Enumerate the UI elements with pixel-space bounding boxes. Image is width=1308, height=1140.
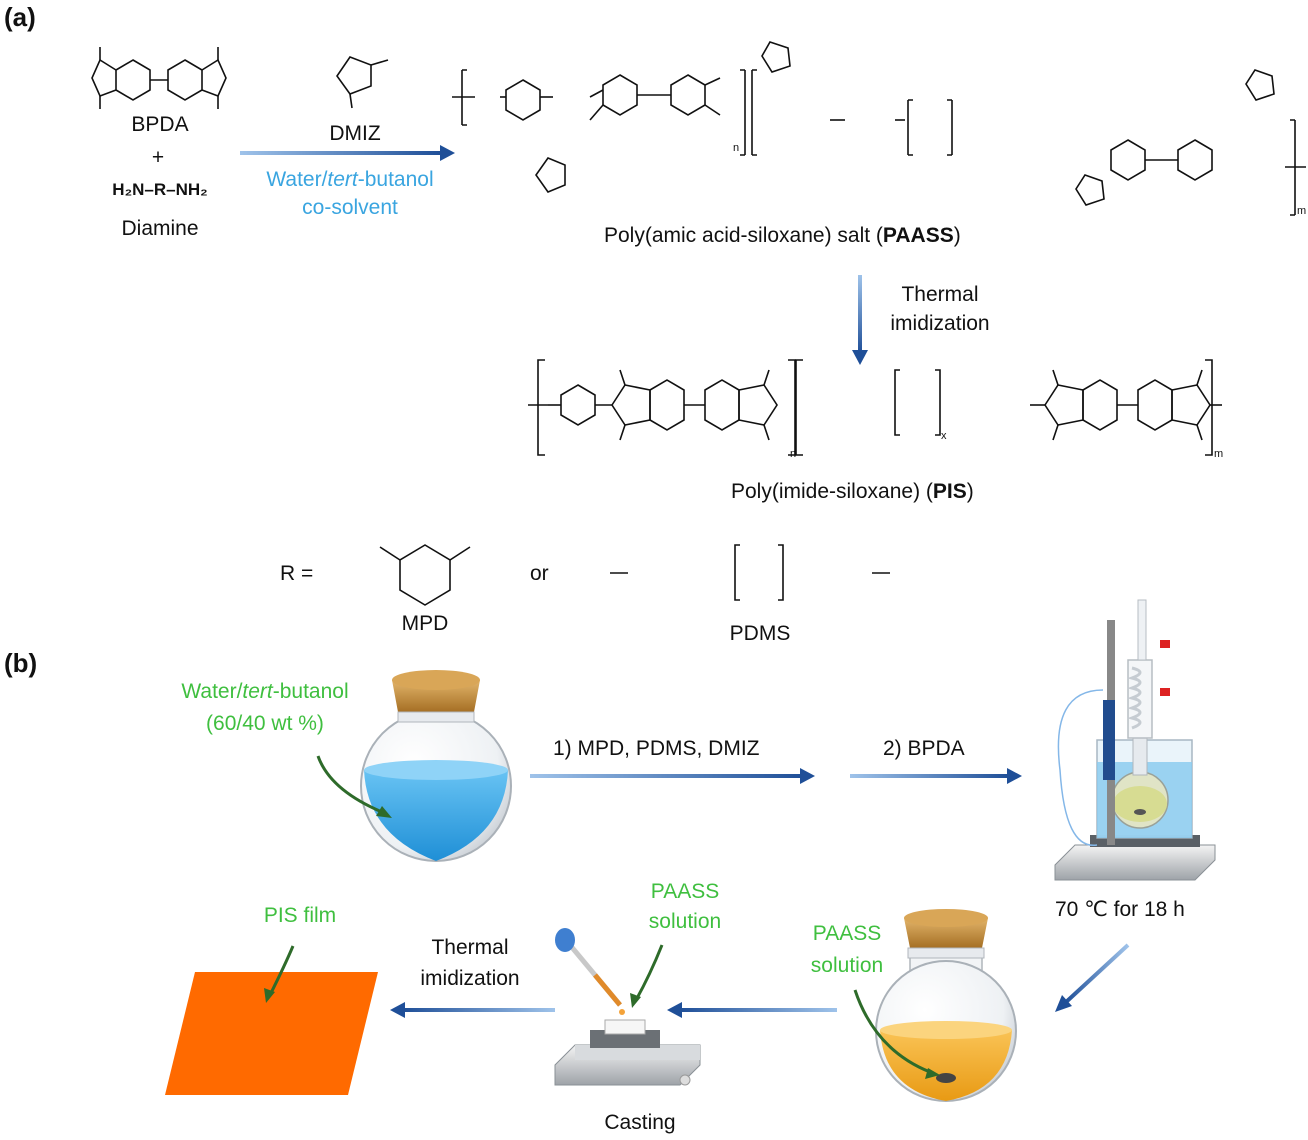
paass-solution-label-1b: solution <box>648 910 722 933</box>
thermal-label-b1: Thermal <box>431 936 509 959</box>
paass-solution-label-2b: solution <box>810 954 884 977</box>
arrow-step1 <box>530 768 815 784</box>
pis-caption: Poly(imide-siloxane) (PIS) <box>731 480 974 503</box>
or-label: or <box>530 562 549 585</box>
subscript-m-pis: m <box>1214 448 1224 460</box>
solvent-label-b: Water/tert-butanol <box>181 680 349 703</box>
thermal-label-a1: Thermal <box>901 283 979 306</box>
casting-label: Casting <box>604 1111 676 1134</box>
paass-solution-label-1a: PAASS <box>650 880 720 903</box>
paass-structure <box>452 41 1306 216</box>
cosolvent-label: co-solvent <box>302 196 398 219</box>
step2-label: 2) BPDA <box>883 737 965 760</box>
arrow-to-casting <box>667 1002 837 1018</box>
subscript-m-paass: m <box>1297 205 1307 217</box>
panel-label-a: (a) <box>4 2 36 32</box>
flask-paass <box>875 909 1017 1102</box>
mpd-structure <box>379 544 471 606</box>
dmiz-label: DMIZ <box>329 122 381 145</box>
flask-water <box>360 670 512 862</box>
bpda-structure <box>91 47 227 109</box>
subscript-n-paass: n <box>733 142 740 154</box>
subscript-x-pis: x <box>941 430 947 442</box>
diamine-formula: H₂N–R–NH₂ <box>112 180 208 199</box>
pis-structure <box>528 359 1222 456</box>
pis-film-label: PIS film <box>263 904 337 927</box>
arrow-to-paass-flask <box>1055 943 1130 1012</box>
pdms-label: PDMS <box>729 622 791 645</box>
solvent-label-a: Water/tert-butanol <box>266 168 434 191</box>
arrow-step2 <box>850 768 1022 784</box>
panel-label-b: (b) <box>4 648 38 678</box>
reflux-setup <box>1054 599 1216 881</box>
thermal-label-b2: imidization <box>420 967 520 990</box>
arrow-to-film <box>390 1002 555 1018</box>
pointer-arrowheads <box>264 806 940 1079</box>
condition-label: 70 ℃ for 18 h <box>1055 898 1185 921</box>
step1-label: 1) MPD, PDMS, DMIZ <box>553 737 760 760</box>
arrow-to-paass <box>240 145 455 161</box>
arrow-thermal-imidization-a <box>852 275 868 365</box>
paass-caption: Poly(amic acid-siloxane) salt (PAASS) <box>604 224 961 247</box>
subscript-n-pis: n <box>790 448 797 460</box>
casting-setup <box>554 928 701 1086</box>
mpd-label: MPD <box>401 612 449 635</box>
thermal-label-a2: imidization <box>890 312 990 335</box>
plus-sign: + <box>151 146 165 169</box>
pdms-structure <box>610 544 890 601</box>
paass-solution-label-2a: PAASS <box>812 922 882 945</box>
pointer-arrows <box>268 755 931 1074</box>
dmiz-structure <box>336 56 389 109</box>
ratio-label: (60/40 wt %) <box>206 712 324 735</box>
r-equals: R = <box>280 562 314 585</box>
bpda-label: BPDA <box>131 113 189 136</box>
diamine-label: Diamine <box>121 217 199 240</box>
